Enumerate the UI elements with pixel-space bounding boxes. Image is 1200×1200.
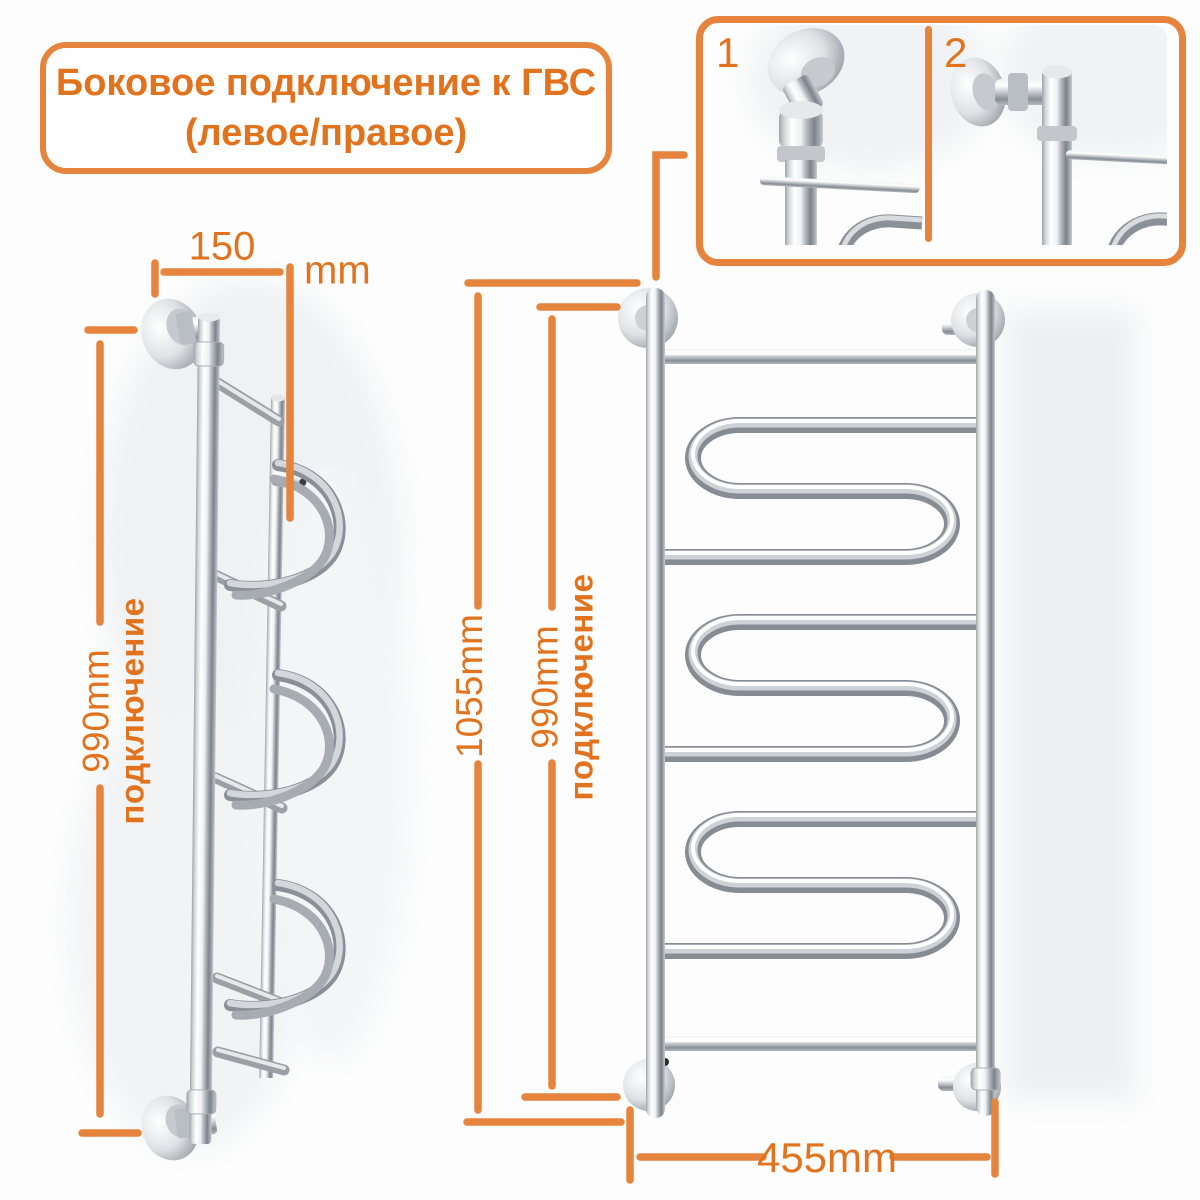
front-bottom-mounts — [623, 1058, 1001, 1111]
front-left-pipe — [646, 288, 665, 1118]
detail-view-1-label: 1 — [716, 29, 740, 76]
wall-shadows — [70, 280, 1135, 1150]
dim-side-connection-990 — [78, 326, 142, 1137]
front-top-rung — [655, 349, 985, 364]
dim-side-connection-value: 990mm — [75, 649, 117, 773]
detail-inset-frame — [696, 16, 1186, 266]
dim-front-connection-word: подключение — [563, 573, 601, 801]
dim-side-connection-label: 990mm подключение — [75, 597, 152, 825]
towel-rail-side-view — [141, 298, 346, 1161]
title-line-2: (левое/правое) — [184, 112, 468, 154]
dim-front-connection-label: 990mm подключение — [524, 573, 601, 801]
dim-depth-unit: mm — [304, 248, 371, 293]
towel-rail-front-view — [618, 288, 1005, 1118]
dim-depth-150 — [151, 259, 294, 522]
dim-bottom-width-455 — [626, 1098, 999, 1184]
front-bottom-rung — [655, 1036, 985, 1051]
detail-inset-divider — [925, 26, 932, 242]
dim-total-height-value: 1055mm — [448, 614, 490, 758]
side-rear-pipe — [259, 397, 286, 1079]
dim-total-height-1055 — [463, 279, 641, 1126]
dim-total-height-label: 1055mm — [448, 614, 490, 758]
dim-bottom-width-value: 455mm — [756, 1134, 898, 1181]
side-serpentine-loops — [224, 459, 346, 1020]
front-serpentine-coils — [655, 417, 985, 959]
side-front-pipe — [186, 312, 225, 1145]
detail-view-2-label: 2 — [944, 29, 968, 76]
front-right-pipe — [970, 290, 1001, 1116]
title-box: Боковое подключение к ГВС (левое/правое) — [40, 42, 612, 174]
dim-front-connection-value: 990mm — [524, 625, 566, 749]
dim-front-connection-990 — [521, 303, 621, 1101]
dim-depth-value: 150 — [188, 224, 256, 269]
front-top-mounts — [618, 288, 1005, 348]
dim-side-connection-word: подключение — [114, 597, 152, 825]
title-line-1: Боковое подключение к ГВС — [55, 61, 597, 104]
inset-leader-line — [652, 151, 688, 281]
